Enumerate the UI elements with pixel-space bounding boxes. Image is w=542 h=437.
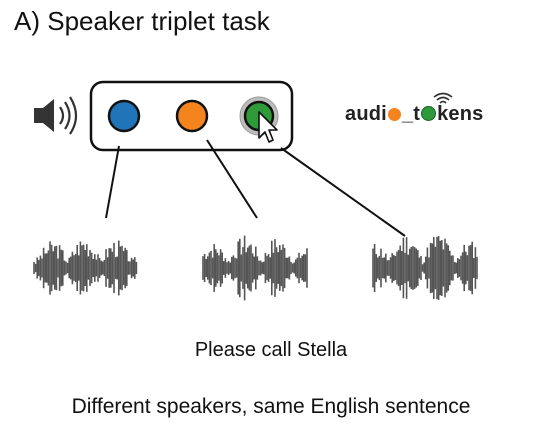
logo-green-dot bbox=[421, 106, 437, 121]
sentence-caption: Please call Stella bbox=[194, 339, 348, 361]
logo-text-part2: _t bbox=[401, 103, 421, 125]
cursor-icon bbox=[258, 111, 278, 143]
logo-text-part1: audi bbox=[345, 103, 387, 125]
panel-title: A) Speaker triplet task bbox=[14, 6, 270, 36]
signal-icon bbox=[433, 92, 453, 104]
logo-orange-dot bbox=[387, 108, 401, 121]
waveform-2 bbox=[202, 235, 308, 301]
blue-speaker-circle[interactable] bbox=[107, 99, 141, 133]
waveform-1 bbox=[33, 240, 138, 296]
speaker-icon bbox=[34, 96, 78, 135]
orange-speaker-circle[interactable] bbox=[175, 99, 209, 133]
audio-tokens-logo: audi _t kens bbox=[345, 103, 484, 126]
task-description: Different speakers, same English sentenc… bbox=[71, 395, 471, 418]
waveform-3 bbox=[372, 236, 478, 300]
link-line-2 bbox=[206, 139, 258, 219]
logo-text-part3: kens bbox=[437, 103, 484, 125]
link-line-3 bbox=[280, 147, 406, 237]
link-line-1 bbox=[105, 145, 120, 219]
